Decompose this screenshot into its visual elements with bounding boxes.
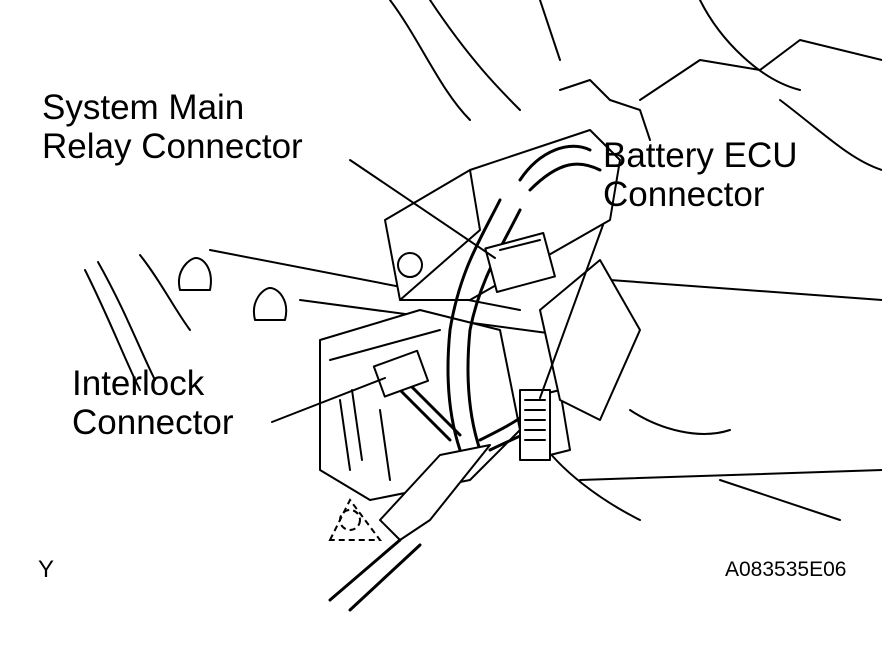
interlock-connector: [372, 349, 430, 398]
mounting-studs: [178, 257, 288, 321]
interlock-label-line1: Interlock: [72, 364, 205, 403]
leader-lines: [271, 159, 604, 423]
hidden-clamp: [328, 498, 382, 541]
system-main-relay-label-line1: System Main: [42, 88, 245, 127]
vehicle-structure-lines: [84, 0, 882, 521]
system-main-relay-label-line2: Relay Connector: [42, 127, 303, 167]
leader-interlock: [271, 377, 386, 423]
view-letter: Y: [38, 556, 55, 583]
system-main-relay-connector-label: System Main Relay Connector: [42, 88, 303, 166]
relay-bracket: [384, 79, 651, 301]
interlock-module: [319, 309, 521, 501]
leader-system-main-relay: [349, 159, 496, 259]
battery-ecu-label-line2: Connector: [603, 175, 765, 215]
interlock-label-line2: Connector: [72, 403, 234, 443]
wiring-harness: [328, 144, 602, 612]
battery-ecu-connector-label: Battery ECU Connector: [603, 136, 798, 214]
leader-battery-ecu: [539, 224, 604, 399]
system-main-relay-connector: [484, 231, 556, 293]
battery-ecu-label-line1: Battery ECU: [603, 136, 798, 175]
battery-ecu-connector: [519, 389, 551, 461]
interlock-connector-label: Interlock Connector: [72, 364, 233, 442]
figure-code: A083535E06: [725, 558, 847, 581]
